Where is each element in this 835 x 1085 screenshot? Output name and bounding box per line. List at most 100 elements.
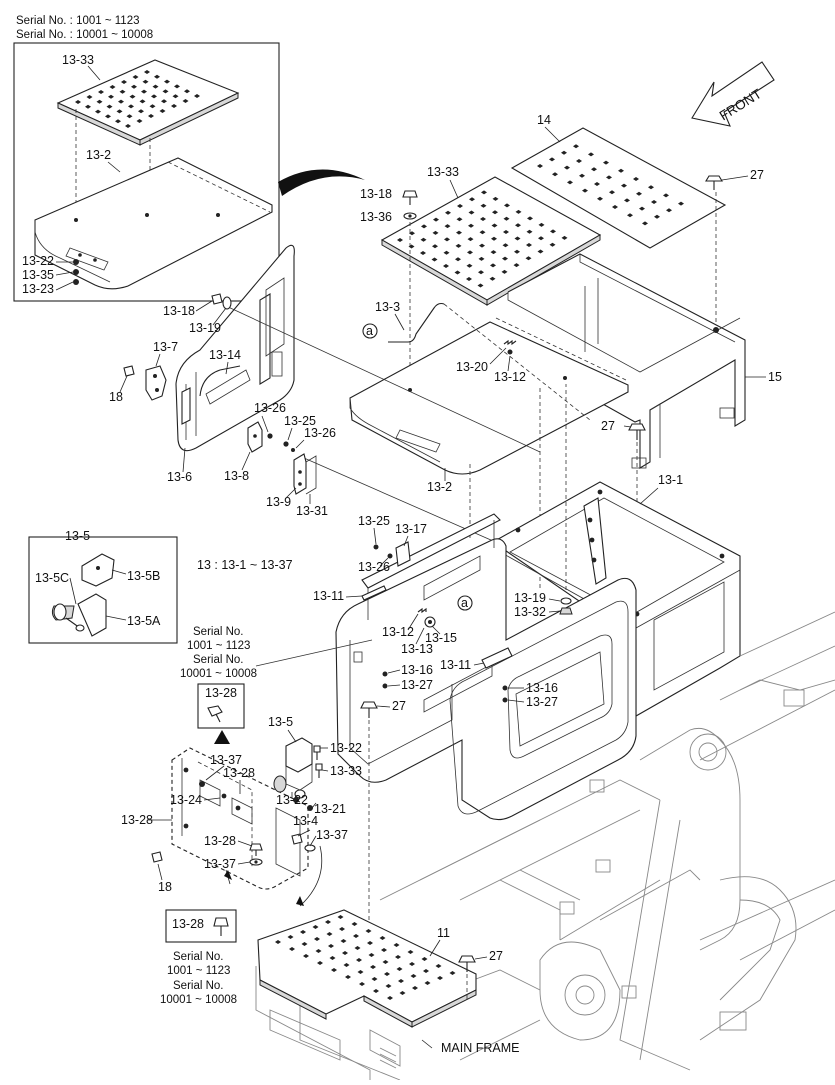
plate-hole [594,182,600,186]
grating-hole [119,89,126,94]
callout-13-26-c: 13-26 [358,560,390,574]
grating-hole [455,257,461,262]
plate-hole [642,221,648,226]
plate-hole [573,144,579,149]
grating-hole [172,94,179,99]
callout-13-12-top: 13-12 [494,370,526,384]
inset-floor-plate [34,157,273,290]
grating-hole [373,989,379,993]
grating-hole [503,230,509,234]
header-serial-2: Serial No. : 10001 ~ 10008 [16,29,153,41]
callout-inset-13-2: 13-2 [86,148,111,162]
group-note: 13 : 13-1 ~ 13-37 [197,558,293,572]
grating-hole [550,229,556,234]
plate-hole [564,165,570,170]
latch-13-7 [123,365,167,401]
grating-hole [174,84,180,89]
grating-hole [504,203,510,208]
callout-13-9: 13-9 [266,495,291,509]
callout-inset-13-23: 13-23 [22,282,54,296]
grating-hole [343,963,350,967]
callout-13-11-a: 13-11 [313,589,344,603]
plate-hole [678,201,684,206]
grating-hole [443,250,450,255]
grating-hole [455,243,462,248]
grating-hole [420,251,426,255]
grating-hole [457,204,463,208]
spring-13-13 [417,607,436,628]
grating-hole [287,935,294,939]
grating-hole [478,256,485,261]
grating-hole [492,196,499,201]
callout-11: 11 [437,926,450,940]
header-serial-1: Serial No. : 1001 ~ 1123 [16,15,140,27]
grating-hole [502,256,508,261]
grating-hole [357,970,364,974]
inset-13-5a: 13-5A [127,614,161,628]
bolt-27-bottom [458,955,476,972]
callout-13-37-a: 13-37 [210,753,242,767]
grating-hole [468,223,474,228]
callout-27-c: 27 [392,699,406,713]
grating-hole [339,927,345,931]
grating-hole [312,925,319,929]
grating-hole [431,257,438,262]
grating-hole [303,954,309,958]
grating-hole [538,236,544,241]
bolts-13-22-33 [313,745,323,778]
inset-13-5-title: 13-5 [65,529,90,543]
serial-b-4: 10001 ~ 10008 [160,994,237,1006]
callout-27-d: 27 [489,949,503,963]
inset-13-28-label: 13-28 [205,686,237,700]
plate-hole [579,173,585,178]
grating-hole [410,974,417,978]
grating-hole [480,203,487,208]
grating-hole [152,84,159,89]
grating-hole [340,939,347,943]
callout-13-22-b: 13-22 [276,793,308,807]
grating-hole [423,969,429,973]
rod-13-3: a [362,302,445,343]
grating-hole [469,197,475,202]
plate-hole [621,183,627,188]
callout-13-25-a: 13-25 [284,414,316,428]
grating-hole [477,283,484,288]
grating-hole [379,936,386,940]
grating-hole [109,85,116,89]
grating-hole [368,953,375,957]
grating-hole [142,79,149,84]
callout-13-27-a: 13-27 [401,678,433,692]
grating-hole [354,946,361,950]
grating-hole [409,962,415,966]
grating-hole [326,932,333,936]
grating-hole [489,276,496,281]
serial-b-3: Serial No. [173,980,224,992]
grating-hole [75,100,81,104]
callout-13-28-d: 13-28 [172,917,204,931]
door-arrow-b [299,845,323,907]
hinge-13-9 [293,453,317,495]
grating-hole [409,231,415,236]
callout-13-4: 13-28 [121,813,153,827]
plate-hole [666,208,672,213]
callout-18-low: 18 [158,880,172,894]
grating-hole [138,109,144,114]
grating-hole [351,922,358,926]
callout-13-37-b: 13-37 [316,828,348,842]
grating-hole [289,947,295,951]
callout-27-b: 27 [601,419,615,433]
grating-hole [515,209,522,214]
circle-ref-a-lower: a [457,595,473,611]
callout-13-28-b: 13-4 [293,814,318,828]
grating-hole [161,99,167,104]
grating-hole [154,74,160,79]
grating-hole [449,971,456,975]
grating-hole [432,244,438,249]
grating-hole [395,955,401,959]
callout-inset-13-22: 13-22 [22,254,54,268]
grating-hole [301,942,308,946]
grating-hole [467,237,474,242]
callout-13-16-a: 13-16 [401,663,433,677]
callout-13-17: 13-17 [395,522,427,536]
callout-13-28-a: 13-28 [223,766,255,780]
